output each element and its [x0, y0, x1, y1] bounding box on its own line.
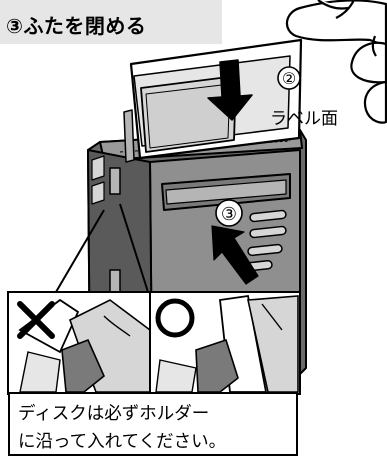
step3-number: ③	[221, 204, 237, 225]
label-face-callout: ラベル面	[270, 109, 338, 129]
step2-marker	[277, 66, 301, 90]
caption-line-1: ディスクは必ずホルダー	[18, 404, 210, 424]
wrong-mark-icon	[17, 301, 55, 339]
callout-lines	[55, 203, 149, 293]
step-title-label: ふたを閉める	[23, 14, 147, 38]
caption-line-2: に沿って入れてください。	[18, 432, 227, 452]
hand-illustration	[286, 0, 387, 124]
step-title-number: ③	[6, 14, 24, 38]
caption-box: ディスクは必ずホルダー に沿って入れてください。	[8, 392, 298, 456]
step3-marker	[215, 199, 243, 227]
step2-number: ②	[282, 69, 296, 88]
inset-panels	[7, 291, 301, 395]
step-title-band: ③ふたを閉める	[0, 0, 222, 44]
step-title: ③ふたを閉める	[6, 10, 146, 39]
correct-mark-icon	[155, 298, 195, 338]
down-arrow-icon	[207, 59, 253, 121]
push-arrow-icon	[211, 225, 259, 285]
